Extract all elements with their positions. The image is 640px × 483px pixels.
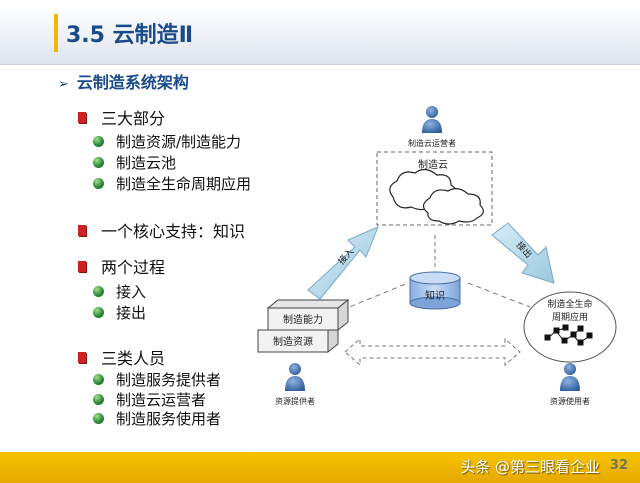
list-item: 制造资源/制造能力 <box>116 133 242 151</box>
user-person-icon <box>560 363 580 391</box>
exchange-arrow <box>344 337 521 367</box>
knowledge-cylinder: 知识 <box>409 271 461 310</box>
lifecycle-label-line2: 周期应用 <box>552 311 588 323</box>
access-out-arrow: 接出 <box>491 222 555 284</box>
lifecycle-label-line1: 制造全生命 <box>547 298 592 310</box>
connector-line <box>467 282 531 308</box>
knowledge-label: 知识 <box>425 289 445 302</box>
list-item: 接出 <box>116 304 147 322</box>
list-item: 制造云运营者 <box>116 391 207 409</box>
list-item: 制造全生命周期应用 <box>116 175 252 193</box>
cloud-label: 制造云 <box>418 158 448 171</box>
access-in-arrow: 接入 <box>307 226 379 300</box>
section-label: 两个过程 <box>101 258 166 277</box>
user-label: 资源使用者 <box>550 396 590 406</box>
title-band <box>0 4 640 65</box>
provider-person-icon <box>285 363 305 391</box>
network-icon <box>544 324 593 346</box>
list-item: 制造服务使用者 <box>116 410 222 428</box>
red-square-bullet-icon <box>78 225 86 236</box>
title-accent-bar <box>54 14 58 52</box>
red-square-bullet-icon <box>78 352 86 363</box>
arrow-bullet-icon: ➢ <box>58 77 69 92</box>
resource-boxes: 制造能力 制造资源 <box>257 298 350 354</box>
section-label: 三大部分 <box>101 109 166 128</box>
red-square-bullet-icon <box>78 112 86 123</box>
footer-bar: 头条 @第三眼看企业 32 <box>0 452 640 483</box>
architecture-diagram: 制造云运营者 制造云 接入 接出 知识 制造能力 制造资源 制造全生命 <box>257 106 617 406</box>
section-label: 三类人员 <box>101 349 166 368</box>
watermark-text: 头条 @第三眼看企业 <box>460 458 600 476</box>
provider-label: 资源提供者 <box>275 396 315 406</box>
page-title: 3.5 云制造Ⅱ <box>66 23 194 48</box>
green-bullet-icon <box>93 374 104 385</box>
lifecycle-ellipse: 制造全生命 周期应用 <box>523 291 617 363</box>
green-bullet-icon <box>93 286 104 297</box>
cloud-icon <box>389 168 484 225</box>
cloud-pool-box <box>376 151 493 226</box>
list-item: 制造服务提供者 <box>116 371 222 389</box>
connector-line <box>341 282 409 311</box>
green-bullet-icon <box>93 178 104 189</box>
green-bullet-icon <box>93 413 104 424</box>
section-heading: ➢ 云制造系统架构 <box>58 69 189 93</box>
operator-label: 制造云运营者 <box>408 138 456 148</box>
green-bullet-icon <box>93 157 104 168</box>
list-item: 接入 <box>116 283 147 301</box>
green-bullet-icon <box>93 136 104 147</box>
section-heading-text: 云制造系统架构 <box>76 73 189 92</box>
red-square-bullet-icon <box>78 261 86 272</box>
green-bullet-icon <box>93 394 104 405</box>
list-item: 制造云池 <box>116 154 177 172</box>
section-label: 一个核心支持：知识 <box>101 222 246 241</box>
capability-label: 制造能力 <box>283 313 323 326</box>
resource-label: 制造资源 <box>273 335 313 348</box>
operator-person-icon <box>422 106 442 133</box>
green-bullet-icon <box>93 307 104 318</box>
page-number: 32 <box>609 458 628 473</box>
